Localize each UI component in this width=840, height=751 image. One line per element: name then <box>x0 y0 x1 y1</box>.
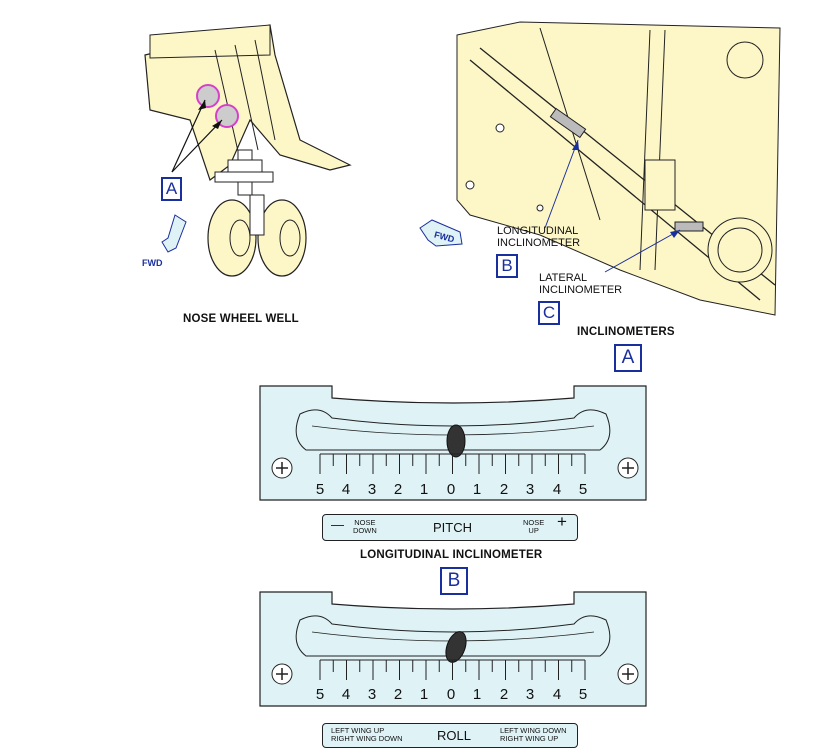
lateral-inclinometer-graphic <box>259 591 647 707</box>
long-scale-1L: 1 <box>419 481 429 498</box>
nose-wheel-well-caption: NOSE WHEEL WELL <box>183 313 299 325</box>
inclinometers-callout-a: A <box>614 344 642 372</box>
lat-scale-3L: 3 <box>367 686 377 703</box>
pitch-nose-up-label: NOSE UP <box>523 519 544 535</box>
long-scale-1R: 1 <box>472 481 482 498</box>
lat-scale-5R: 5 <box>578 686 588 703</box>
lat-scale-3R: 3 <box>525 686 535 703</box>
roll-right-line2: RIGHT WING UP <box>500 734 559 743</box>
lateral-location-line2: INCLINOMETER <box>539 284 623 296</box>
longitudinal-inclinometer-panel <box>259 385 647 501</box>
lateral-inclinometer-panel <box>259 591 647 707</box>
roll-left-label: LEFT WING UP RIGHT WING DOWN <box>331 727 403 743</box>
lat-scale-5L: 5 <box>315 686 325 703</box>
pitch-legend-bar: — NOSE DOWN PITCH NOSE UP + <box>322 512 578 541</box>
long-scale-0: 0 <box>446 481 456 498</box>
roll-right-line1: LEFT WING DOWN <box>500 726 567 735</box>
longitudinal-bubble <box>446 424 466 458</box>
long-scale-5R: 5 <box>578 481 588 498</box>
callout-c-location: C <box>538 301 560 325</box>
lat-scale-2L: 2 <box>393 686 403 703</box>
nose-up-line2: UP <box>528 526 539 535</box>
long-scale-4L: 4 <box>341 481 351 498</box>
lateral-location-line1: LATERAL <box>539 272 588 284</box>
nose-down-line2: DOWN <box>353 526 377 535</box>
longitudinal-inclinometer-caption: LONGITUDINAL INCLINOMETER <box>360 549 543 561</box>
nose-well-callout-a: A <box>161 177 182 201</box>
nose-down-line1: NOSE <box>354 518 376 527</box>
pitch-right-symbol: + <box>557 512 567 531</box>
pitch-title: PITCH <box>433 520 472 535</box>
long-scale-2R: 2 <box>499 481 509 498</box>
roll-right-label: LEFT WING DOWN RIGHT WING UP <box>500 727 567 743</box>
inclinometers-caption: INCLINOMETERS <box>577 326 675 338</box>
longitudinal-location-label: LONGITUDINAL INCLINOMETER <box>497 225 580 249</box>
roll-left-line1: LEFT WING UP <box>331 726 385 735</box>
callout-b-detail: B <box>440 567 468 595</box>
long-scale-5L: 5 <box>315 481 325 498</box>
roll-legend-bar: LEFT WING UP RIGHT WING DOWN ROLL LEFT W… <box>322 723 578 748</box>
roll-title: ROLL <box>437 728 471 743</box>
lateral-location-label: LATERAL INCLINOMETER <box>539 272 622 296</box>
lat-scale-4L: 4 <box>341 686 351 703</box>
lat-scale-1L: 1 <box>419 686 429 703</box>
pitch-nose-down-label: NOSE DOWN <box>353 519 377 535</box>
roll-left-line2: RIGHT WING DOWN <box>331 734 403 743</box>
longitudinal-location-line2: INCLINOMETER <box>497 237 581 249</box>
lat-scale-1R: 1 <box>472 686 482 703</box>
long-scale-2L: 2 <box>393 481 403 498</box>
lat-scale-0: 0 <box>446 686 456 703</box>
longitudinal-inclinometer-graphic <box>259 385 647 501</box>
long-scale-3R: 3 <box>525 481 535 498</box>
lat-scale-4R: 4 <box>552 686 562 703</box>
callout-b-location: B <box>496 254 518 278</box>
longitudinal-location-line1: LONGITUDINAL <box>497 225 579 237</box>
long-scale-4R: 4 <box>552 481 562 498</box>
pitch-left-symbol: — <box>331 517 344 532</box>
lat-scale-2R: 2 <box>499 686 509 703</box>
long-scale-3L: 3 <box>367 481 377 498</box>
lateral-bubble <box>445 631 467 663</box>
nose-well-fwd-label: FWD <box>142 258 163 268</box>
nose-up-line1: NOSE <box>523 518 545 527</box>
